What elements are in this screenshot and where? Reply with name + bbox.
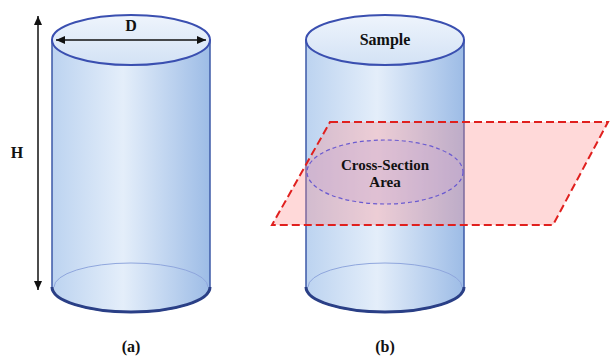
node-text: Cross-Section Area — [330, 157, 440, 192]
cylinder-b — [306, 15, 464, 312]
sample-cylinder: SampleCross-Section Area — [306, 15, 464, 312]
cylinder-a — [38, 15, 210, 312]
section-ellipse — [307, 140, 463, 204]
cutting-plane — [272, 122, 608, 225]
dimension-label: H — [11, 144, 23, 162]
dimension-label: D — [125, 17, 137, 35]
node-text: Sample — [360, 31, 411, 49]
cross-section-ellipse: Cross-Section Area — [307, 142, 463, 206]
panel-label: (a) — [122, 338, 141, 356]
panel-label: (b) — [375, 338, 395, 356]
